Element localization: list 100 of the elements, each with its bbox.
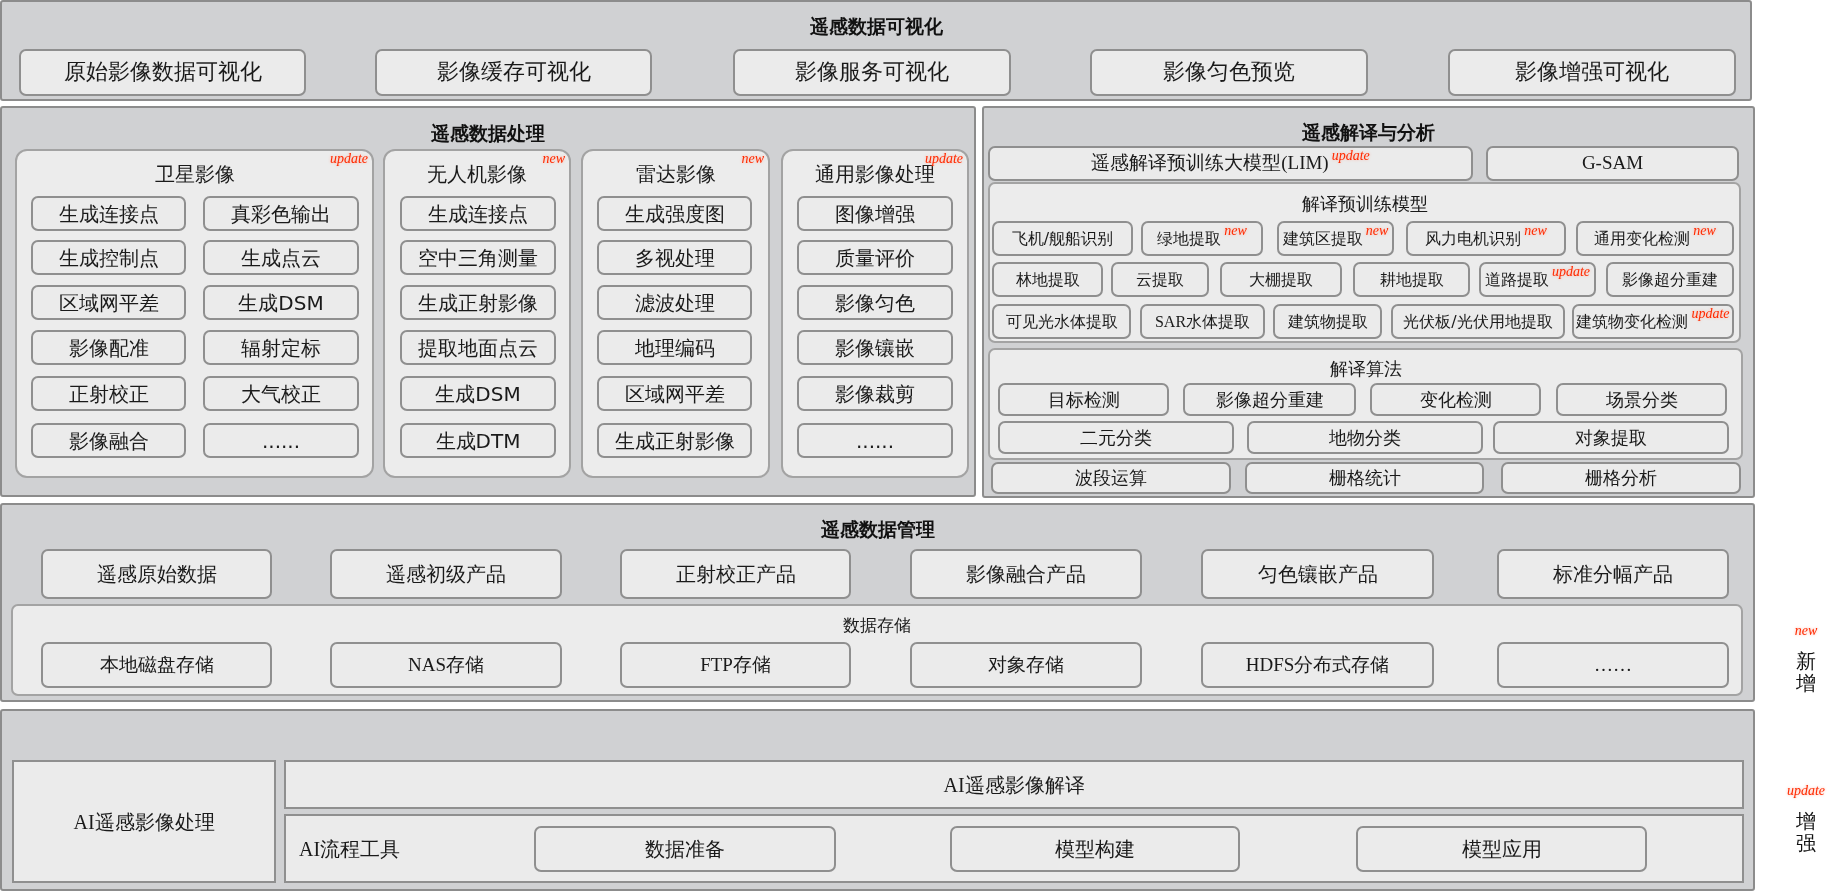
status-tag: update [1331,148,1370,163]
status-tag: new [741,152,764,166]
box-label: 绿地提取 [1157,228,1222,249]
function-box [400,330,556,365]
function-box [1486,146,1739,181]
box-label: 生成正射影像 [418,290,538,315]
box-label: 云提取 [1136,269,1184,290]
section-panel [988,182,1741,343]
category-panel [15,149,374,478]
function-box [597,376,752,411]
function-box [597,330,752,365]
box-label: 空中三角测量 [418,245,538,270]
function-box [375,49,652,96]
box-label: AI遥感影像处理 [73,809,215,834]
function-box [910,549,1142,599]
function-box [203,285,359,320]
box-label: 飞机/舰船识别 [1011,228,1114,249]
box-label: 生成正射影像 [614,428,735,453]
function-box [797,285,953,320]
box-label: 区域网平差 [58,290,159,315]
box-label: 真彩色输出 [231,201,331,226]
box-label: 大气校正 [241,381,321,406]
function-box [203,330,359,365]
box-label: NAS存储 [408,653,484,677]
layer-panel [0,0,1752,101]
function-box [400,285,556,320]
panel-title: AI流程工具 [299,836,401,861]
box-label: 影像匀色预览 [1163,59,1295,86]
box-label: 影像超分重建 [1622,269,1718,290]
layer-panel [0,503,1755,702]
function-box [19,49,306,96]
function-box [203,240,359,275]
box-label: 二元分类 [1080,426,1152,449]
function-box [400,376,556,411]
box-label: SAR水体提取 [1154,311,1251,332]
function-box [597,423,752,458]
box-label: ...... [261,428,301,453]
box-label: 影像裁剪 [835,381,915,406]
function-box [1391,304,1565,339]
function-box [284,760,1744,809]
function-box [733,49,1011,96]
function-box [400,196,556,231]
section-panel [988,348,1743,460]
function-box [797,376,953,411]
function-box [1220,262,1342,297]
function-box [203,423,359,458]
function-box [797,423,953,458]
box-label: 生成强度图 [624,201,725,226]
box-label: 林地提取 [1015,269,1080,290]
category-panel [383,149,571,478]
box-label: FTP存储 [700,653,771,677]
function-box [988,146,1473,181]
box-label: 标准分幅产品 [1553,562,1673,586]
function-box [597,196,752,231]
panel-title: 数据存储 [843,614,911,637]
box-label: 提取地面点云 [418,335,538,360]
function-box [998,383,1169,416]
function-box [620,549,851,599]
box-label: 生成连接点 [58,201,159,226]
box-label: 匀色镶嵌产品 [1257,562,1378,586]
function-box [1448,49,1736,96]
status-tag: update [329,152,368,166]
function-box [1111,262,1209,297]
function-box [1556,383,1727,416]
box-label: 遥感初级产品 [386,562,506,586]
status-tag: update [1786,784,1826,798]
box-label: 建筑物提取 [1287,311,1368,332]
box-label: 道路提取 [1484,269,1549,290]
function-box [1141,221,1263,256]
box-label: 场景分类 [1605,388,1678,411]
status-tag: new [1693,223,1716,238]
box-label: 遥感解译预训练大模型(LIM) [1091,152,1329,175]
box-label: 正射校正 [68,381,149,406]
function-box [31,240,186,275]
box-label: 目标检测 [1047,388,1120,411]
function-box [998,421,1234,454]
function-box [1183,383,1356,416]
box-label: 多视处理 [634,245,715,270]
side-note: 新增 [1796,650,1816,694]
function-box [797,240,953,275]
panel-title: 雷达影像 [635,162,716,186]
function-box [1606,262,1734,297]
box-label: 建筑物变化检测 [1576,311,1689,332]
function-box [910,642,1142,688]
status-tag: new [1524,223,1547,238]
box-label: 地物分类 [1329,426,1401,449]
box-label: ...... [855,428,895,453]
box-label: 原始影像数据可视化 [63,59,262,86]
box-label: 可见光水体提取 [1005,311,1118,332]
box-label: 影像缓存可视化 [436,59,591,86]
category-panel [781,149,969,478]
status-tag: new [1794,624,1818,638]
function-box [620,642,851,688]
function-box [31,285,186,320]
box-label: 地理编码 [634,335,715,360]
function-box [797,330,953,365]
box-label: 生成控制点 [58,245,159,270]
function-box [1572,304,1734,339]
function-box [534,826,836,872]
function-box [330,549,562,599]
